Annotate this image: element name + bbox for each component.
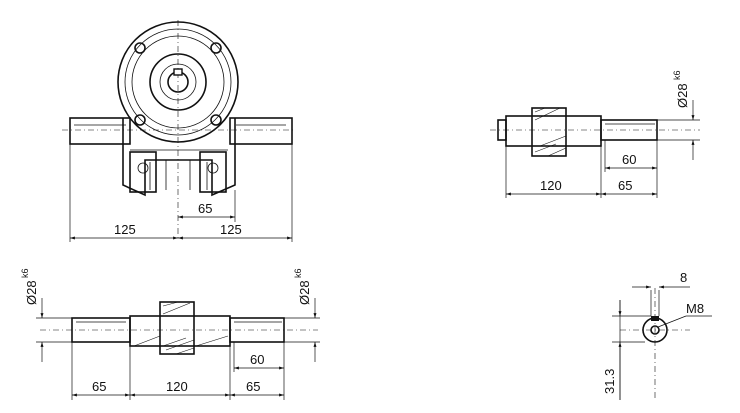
right-foot-bolt: [207, 162, 219, 174]
housing-body: [122, 118, 236, 197]
left-shaft: [69, 117, 131, 145]
right-foot: [199, 151, 227, 193]
flange-inner: [124, 28, 232, 136]
side-view-bottom: Ø28 k6 Ø28 k6 60 65 120 65: [20, 268, 320, 400]
flange-outer: [117, 21, 239, 143]
dim-front-shaft-offset: 65: [198, 201, 212, 216]
dim-side-bottom-right: 65: [246, 379, 260, 394]
side-top-shaft: [600, 119, 658, 141]
diameter-label-right: Ø28: [297, 280, 312, 305]
side-top-body: [505, 115, 602, 147]
dim-front-left: 125: [114, 222, 136, 237]
dim-side-bottom-key: 60: [250, 352, 264, 367]
side-view-top: Ø28 k6 60 120 65: [490, 70, 700, 198]
shaft-end-key: [651, 316, 659, 321]
flange-bolt: [210, 114, 222, 126]
diameter-label: Ø28: [675, 83, 690, 108]
tolerance-label-left: k6: [20, 268, 30, 278]
side-bottom-right-shaft: [229, 317, 285, 343]
shaft-end-detail: 8 M8 31.3: [602, 270, 712, 400]
right-shaft: [229, 117, 293, 145]
dim-key-width: 8: [680, 270, 687, 285]
dim-side-bottom-left: 65: [92, 379, 106, 394]
dim-side-top-body: 120: [540, 178, 562, 193]
left-foot-bolt: [137, 162, 149, 174]
left-foot: [129, 151, 157, 193]
dim-height: 31.3: [602, 369, 617, 394]
bore-keyway: [173, 68, 183, 76]
tolerance-label: k6: [672, 70, 682, 80]
dim-side-top-key: 60: [622, 152, 636, 167]
diameter-label-left: Ø28: [24, 280, 39, 305]
flange-bolt: [134, 42, 146, 54]
flange-bolt: [210, 42, 222, 54]
flange-bolt: [134, 114, 146, 126]
tolerance-label-right: k6: [293, 268, 303, 278]
dim-side-bottom-body: 120: [166, 379, 188, 394]
hub: [149, 53, 207, 111]
thread-label: M8: [686, 301, 704, 316]
dim-side-top-shaft: 65: [618, 178, 632, 193]
dim-front-right: 125: [220, 222, 242, 237]
front-view: 125 125 65: [62, 20, 295, 242]
shaft-end-thread: [650, 325, 660, 335]
